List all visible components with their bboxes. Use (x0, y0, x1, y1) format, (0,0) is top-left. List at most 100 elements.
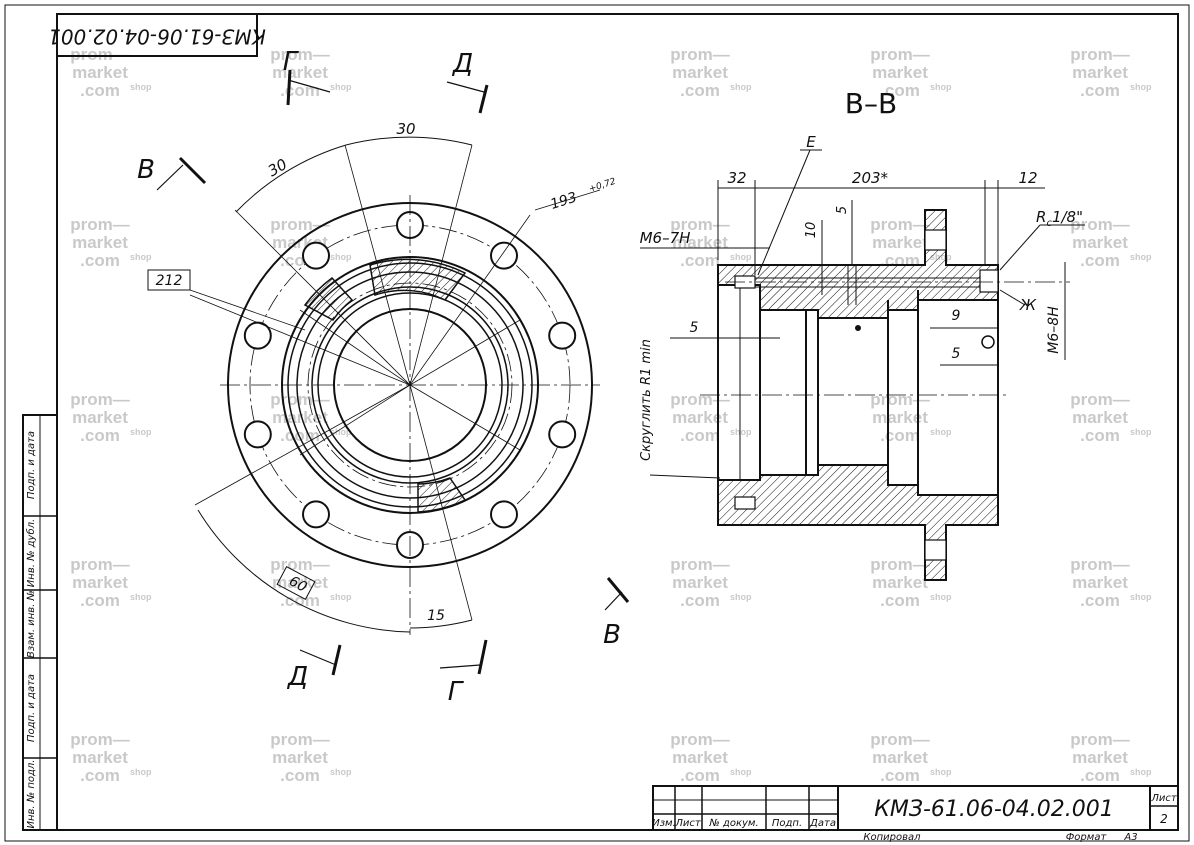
ref-212-box: 212 (147, 269, 191, 291)
watermark-text: prom— (1070, 390, 1130, 409)
bolt-hole (548, 420, 577, 449)
dim-5-left: 5 (690, 320, 699, 336)
dia-193-tol: +0,72 (588, 177, 618, 195)
watermark-suffix: shop (330, 592, 352, 602)
watermark-suffix: shop (330, 767, 352, 777)
watermark-text: market (72, 748, 128, 767)
section-dimensions (640, 149, 1085, 479)
mark-e: Е (806, 133, 816, 151)
watermark-text: market (672, 233, 728, 252)
watermark-text: market (672, 63, 728, 82)
bolt-hole (490, 500, 518, 529)
dim-32: 32 (727, 169, 746, 187)
watermark-text: .com (80, 766, 120, 785)
side-label-4: Подп. и дата (26, 674, 37, 742)
code-mirrored-text: КМЗ-61.06-04.02.001 (48, 25, 266, 49)
watermark-text: prom— (670, 390, 730, 409)
front-view: 30 30 60 15 212 193 +0,72 (147, 120, 618, 635)
watermark-suffix: shop (930, 767, 952, 777)
watermark-suffix: shop (130, 427, 152, 437)
mark-d-top: Д (452, 49, 473, 79)
rc-subscript: с (1046, 218, 1052, 229)
watermark-text: market (872, 63, 928, 82)
angle-60: 60 (286, 573, 309, 596)
watermark-text: .com (80, 81, 120, 100)
watermark-suffix: shop (730, 252, 752, 262)
watermark-text: .com (680, 81, 720, 100)
bolt-hole (490, 241, 518, 270)
angle-60-box: 60 (276, 565, 316, 601)
dim-203: 203* (852, 169, 889, 187)
watermark-text: market (672, 408, 728, 427)
watermark-text: prom— (1070, 215, 1130, 234)
watermark-text: market (272, 408, 328, 427)
thread-m6-7h: М6–7Н (640, 229, 691, 247)
watermark-text: market (872, 573, 928, 592)
watermark-text: prom— (870, 730, 930, 749)
watermark-text: market (1072, 63, 1128, 82)
bolt-hole (243, 420, 272, 449)
watermark-text: .com (880, 426, 920, 445)
angle-15: 15 (427, 608, 445, 624)
dim-9: 9 (952, 308, 961, 324)
mark-v-top: В (137, 155, 155, 185)
bolt-hole (302, 241, 330, 270)
watermark-text: prom— (70, 390, 130, 409)
watermark-text: prom— (70, 215, 130, 234)
watermark-suffix: shop (1130, 82, 1152, 92)
watermark-suffix: shop (1130, 767, 1152, 777)
watermark-suffix: shop (1130, 592, 1152, 602)
section-marks (156, 69, 630, 676)
watermark-text: prom— (70, 45, 130, 64)
drawing-frame (4, 4, 1190, 842)
format-value: А3 (1123, 832, 1137, 843)
rc-letter: R (1036, 208, 1046, 226)
side-label-2: Инв. № дубл. (25, 519, 37, 587)
watermark-text: market (872, 408, 928, 427)
sheet-label: Лист (1150, 793, 1178, 804)
watermark-suffix: shop (730, 592, 752, 602)
sheet-number: 2 (1160, 812, 1168, 826)
svg-text:Rс1/8": Rс1/8" (1036, 208, 1083, 229)
watermark-text: .com (280, 591, 320, 610)
watermark-suffix: shop (730, 427, 752, 437)
watermark-text: market (872, 748, 928, 767)
tb-col-5: Дата (809, 818, 836, 829)
side-label-5: Инв. № подл. (26, 760, 37, 829)
watermark-text: prom— (870, 555, 930, 574)
watermark-text: .com (80, 251, 120, 270)
watermark-suffix: shop (930, 427, 952, 437)
watermark-text: .com (280, 426, 320, 445)
watermark-text: .com (680, 766, 720, 785)
watermark-suffix: shop (330, 82, 352, 92)
watermark-text: .com (1080, 766, 1120, 785)
bolt-hole (548, 321, 577, 350)
rc-size: 1/8" (1052, 208, 1083, 226)
watermark-text: market (1072, 748, 1128, 767)
watermark-text: market (272, 748, 328, 767)
watermark-text: market (1072, 233, 1128, 252)
watermark-text: prom— (270, 390, 330, 409)
watermark-suffix: shop (130, 82, 152, 92)
watermark-suffix: shop (730, 82, 752, 92)
watermark-text: prom— (670, 730, 730, 749)
code-box-top: КМЗ-61.06-04.02.001 (48, 13, 266, 57)
watermark-text: .com (680, 251, 720, 270)
tb-col-3: № докум. (708, 818, 758, 829)
mark-d-bottom: Д (287, 662, 308, 692)
